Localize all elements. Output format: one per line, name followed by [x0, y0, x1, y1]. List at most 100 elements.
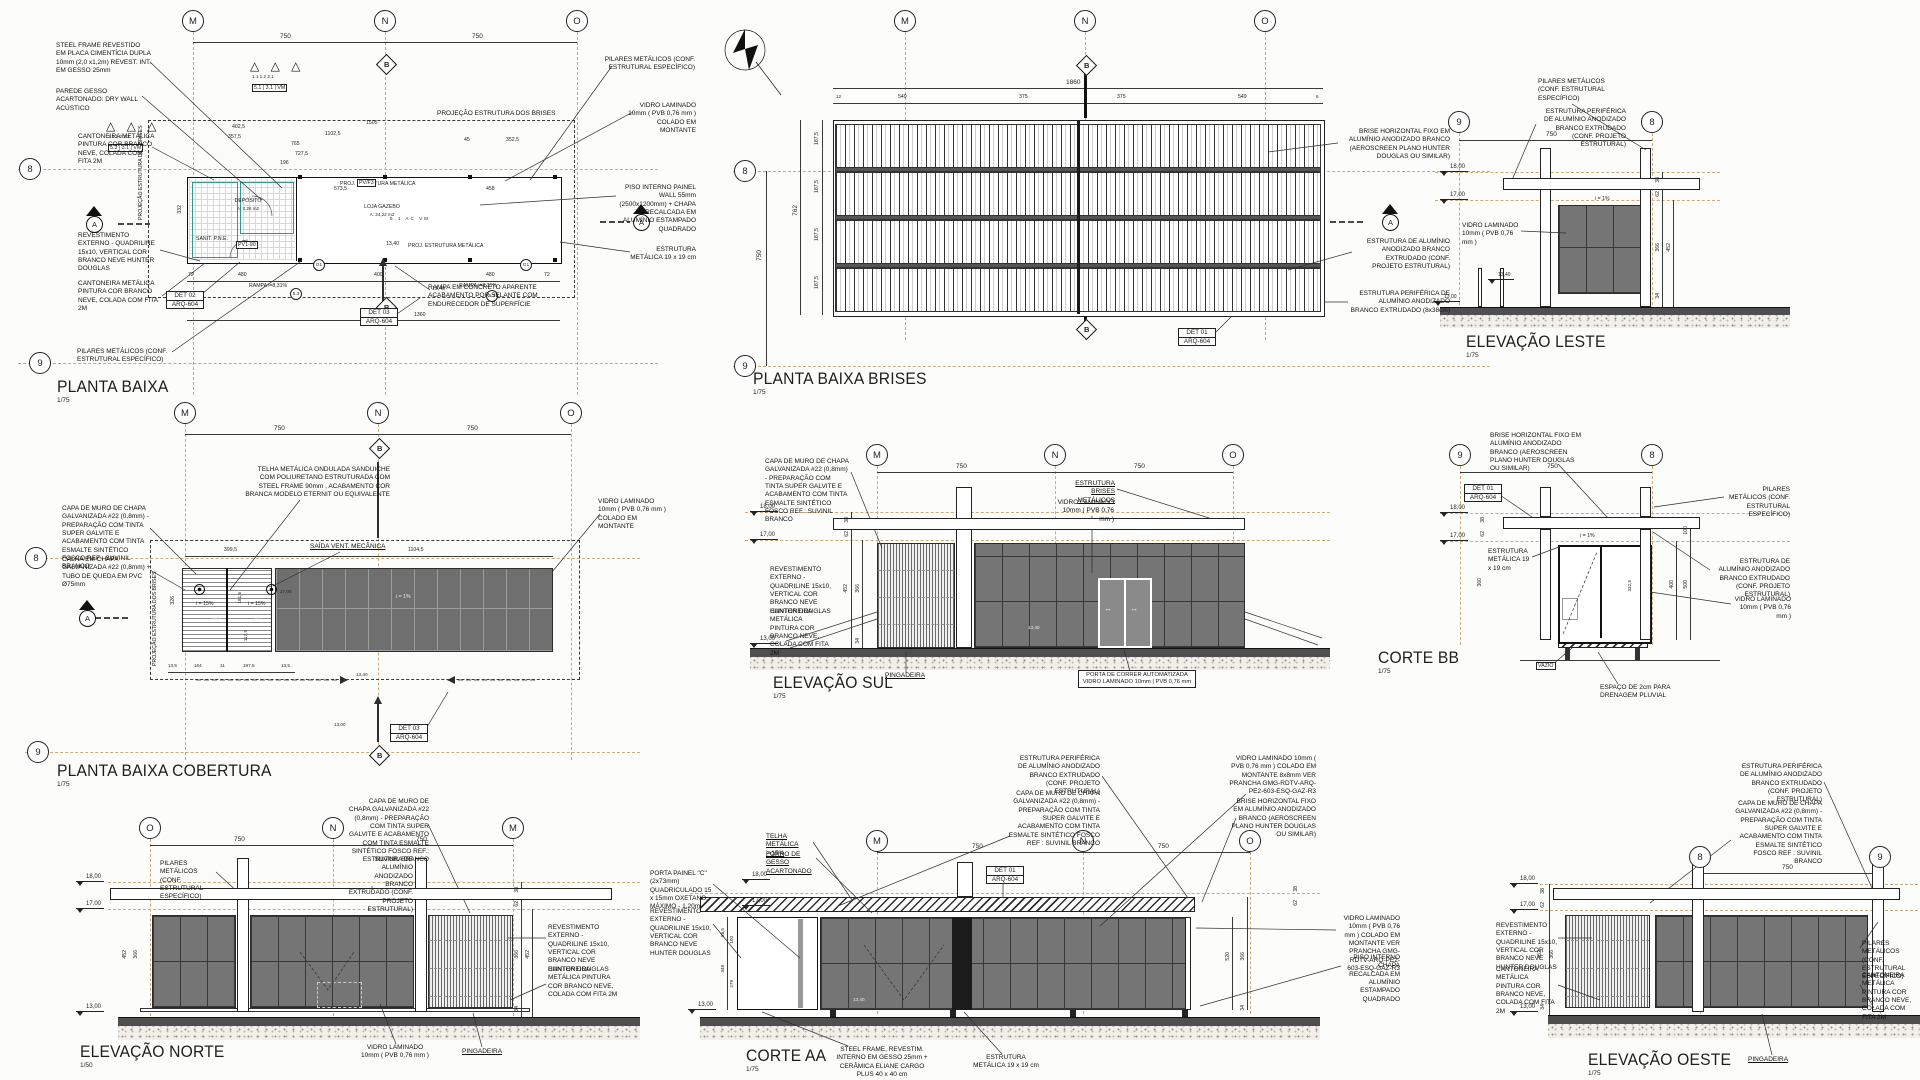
window-tag: PV/F3 [357, 179, 376, 187]
annotation: TELHA METÁLICA ONDULADA SANDUICHE COM PO… [245, 466, 390, 498]
level-marker: 18,00 [1510, 876, 1539, 888]
scale-label: 1/75 [1588, 1070, 1601, 1077]
finish-tags: 5.1 AC VM [390, 216, 430, 221]
ground-line [1520, 660, 1720, 661]
column [1640, 529, 1651, 640]
ramp-label: RAMPA i=8,31% [249, 283, 288, 289]
dim-line [833, 103, 1323, 104]
dim-label: 187,5 [814, 276, 820, 289]
dim-line [185, 434, 571, 435]
finish-triangle-icons: △ △ △ [106, 119, 161, 133]
grid-bubble-o: O [1222, 444, 1244, 466]
dim-line [1700, 873, 1880, 874]
dim-label: 279 [729, 980, 734, 988]
annotation: VIDRO LAMINADO 10mm ( PVB 0,76 mm ) [1057, 499, 1114, 523]
annotation: PISO INTERNO PAINEL WALL 55mm (2500x1200… [619, 184, 696, 233]
cladding-joint [878, 570, 954, 571]
annotation: VIDRO LAMINADO 10mm ( PVB 0,76 mm ) [1734, 596, 1791, 620]
room-partition [1600, 547, 1602, 638]
level-line [1440, 541, 1790, 542]
pingadeira-ledge [140, 1008, 530, 1012]
grid-line-9 [733, 366, 1490, 367]
drawing-title: ELEVAÇÃO SUL [773, 673, 894, 692]
dim-line [862, 540, 863, 648]
section-marker-a: A [633, 214, 650, 231]
support-leg [950, 1010, 956, 1017]
dim-label: 727,5 [295, 151, 308, 157]
level-marker: 18,00 [742, 872, 771, 884]
dim-label: 62 [844, 531, 850, 537]
cladding-joint [1566, 968, 1649, 969]
annotation: VIDRO LAMINADO 10mm ( PVB 0,76 mm ) [361, 1044, 429, 1060]
dim-label: 366 [855, 584, 861, 593]
drawing-title: CORTE BB [1378, 648, 1460, 667]
dim-label: 750 [1546, 131, 1557, 138]
vent-icon [266, 584, 277, 595]
cladding-joint [429, 996, 512, 997]
roof-slab-section [700, 897, 1195, 912]
note-label: PROJ. ESTRUTURA METÁLICA [408, 243, 484, 249]
annotation: CANTONEIRA METÁLICA PINTURA COR BRANCO N… [548, 966, 618, 998]
roof-slab [1503, 178, 1700, 190]
ground-bar [700, 1018, 1320, 1026]
annotation: PILARES METÁLICOS (CONF. ESTRUTURAL ESPE… [604, 56, 695, 72]
dim-label: 549 [898, 94, 907, 100]
dim-label: 187,5 [814, 180, 820, 193]
annotation: REVESTIMENTO EXTERNO - QUADRILINE 15x10,… [650, 908, 712, 957]
finish-tag: 5.3 [290, 288, 302, 300]
annotation: PISO INTERNO CHAPA RECALCADA EM ALUMÍNIO… [1349, 954, 1400, 1003]
drawing-title: ELEVAÇÃO OESTE [1588, 1050, 1732, 1069]
dim-label: 34 [1655, 293, 1661, 299]
dim-line [1690, 529, 1691, 640]
annotation: PROJEÇÃO ESTRUTURA DOS BRISES [437, 110, 556, 117]
annotation: PINGADEIRA [885, 672, 926, 679]
dim-label: 100 [1683, 526, 1689, 535]
grid-bubble-8: 8 [25, 547, 47, 569]
annotation: ESTRUTURA METÁLICA 19 x 19 cm [973, 1054, 1039, 1070]
annotation: ESTRUTURA METÁLICA 19 x 19 cm [630, 246, 696, 262]
room-label: DEPÓSITO [234, 198, 262, 204]
dim-label: 1360 [414, 312, 426, 318]
room-area: A: 24,22 m2 [369, 212, 395, 217]
vent-icon [194, 584, 205, 595]
annotation: ESTRUTURA BRISES METÁLICOS [1075, 480, 1115, 504]
dim-label: 458 [486, 186, 495, 192]
level-tag: 13,40 [853, 997, 865, 1002]
dim-line [1247, 897, 1248, 1010]
partition-wall [296, 178, 298, 261]
scale-label: 1/75 [57, 781, 70, 788]
column-dot [468, 175, 472, 179]
dim-label: 1104,5 [408, 547, 424, 553]
dim-line [766, 171, 767, 366]
annotation: TELHA METÁLICA i=15% [766, 833, 799, 857]
dim-label: 360 [1477, 578, 1483, 587]
annotation: BRISE HORIZONTAL FIXO EM ALUMÍNIO ANODIZ… [1231, 798, 1316, 839]
level-marker: 13,00 [750, 636, 779, 648]
edge-mullion [1185, 917, 1191, 1010]
dim-line [1673, 200, 1674, 307]
level-tag: 13,00 [334, 722, 346, 727]
grid-line-o [577, 32, 578, 395]
grid-bubble-9: 9 [27, 741, 49, 763]
dim-label: 164 [194, 663, 202, 668]
cladding-joint [429, 968, 512, 969]
support-leg [1182, 1010, 1188, 1017]
note-label: PROJ. ESTRUTURA METÁLICA [340, 181, 416, 187]
annotation: VIDRO LAMINADO 10mm ( PVB 0,76 mm ) COLA… [628, 102, 696, 134]
level-marker: 18,00 [1440, 164, 1469, 176]
dim-label: 750 [274, 425, 285, 432]
grid-line-o [150, 839, 151, 1016]
column-dot [298, 258, 302, 262]
door-tag: PV1-90 [236, 241, 258, 249]
dim-label: 6 [1316, 94, 1319, 99]
dim-label: 400 [1669, 580, 1675, 589]
vent-stack [957, 862, 973, 897]
dim-line [1459, 140, 1652, 141]
dim-label: 332,5 [1627, 580, 1632, 592]
level-marker: 17,00 [1440, 192, 1469, 204]
brise-projection-outline [150, 540, 580, 680]
